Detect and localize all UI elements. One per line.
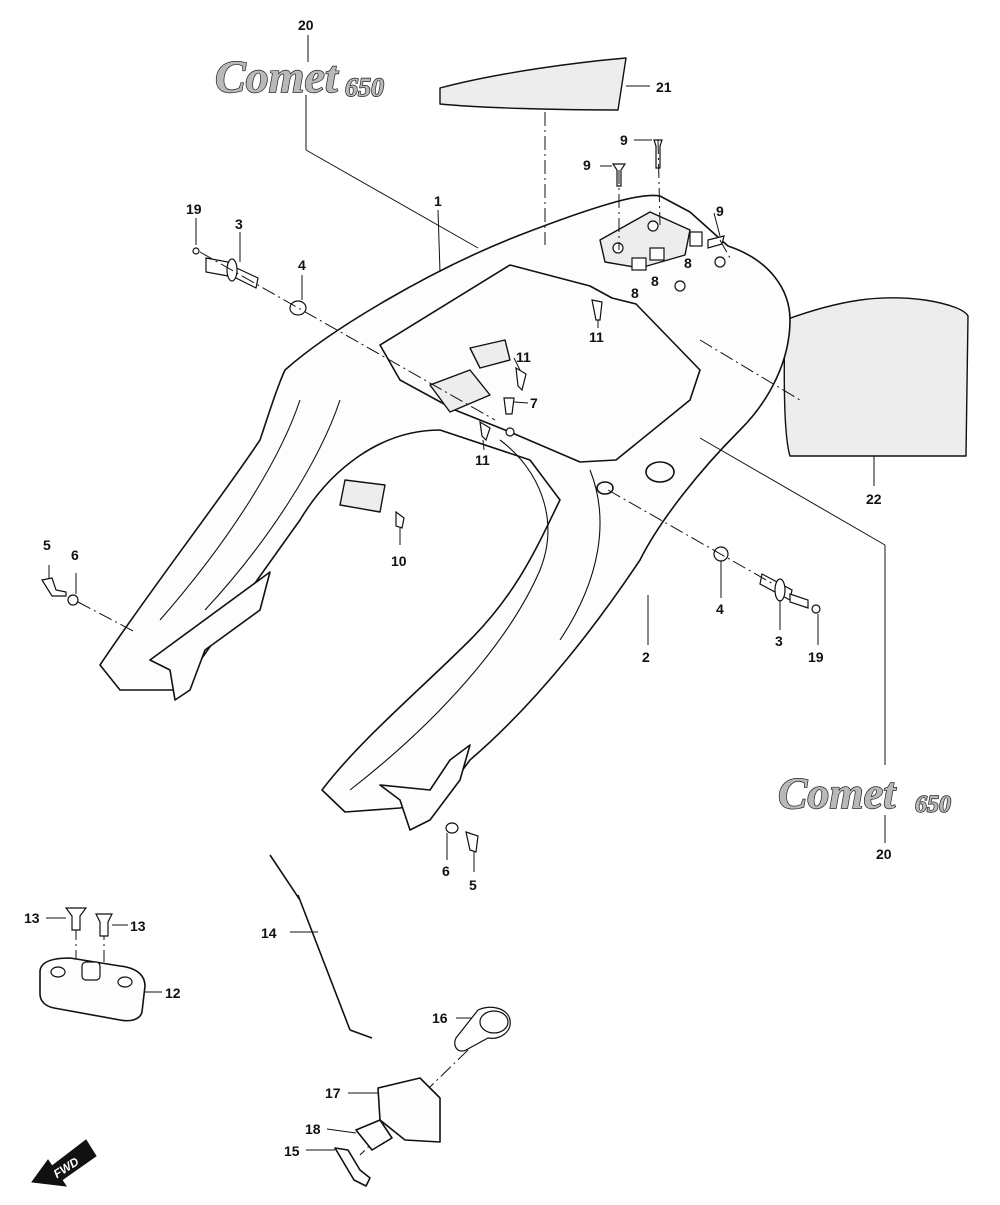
callout-20-top: 20 xyxy=(298,17,314,33)
callout-12: 12 xyxy=(165,985,181,1001)
callout-3-right: 3 xyxy=(775,633,783,649)
lock-hole xyxy=(645,461,675,483)
callout-4-left: 4 xyxy=(298,257,306,273)
callout-5-bottom: 5 xyxy=(469,877,477,893)
stay-block-hole-1 xyxy=(50,966,66,978)
logo-decal-right: Comet 650 xyxy=(777,768,951,818)
logo-model-right: 650 xyxy=(915,792,951,818)
screw-7 xyxy=(503,397,515,415)
stay-block-12-body xyxy=(39,957,146,1022)
callout-9-a: 9 xyxy=(620,132,628,148)
left-panel-rib xyxy=(159,399,341,621)
collar-flange-3-right xyxy=(774,578,786,602)
callout-11-c: 11 xyxy=(475,452,490,468)
stay-block-hole-2 xyxy=(117,976,133,988)
callout-10: 10 xyxy=(391,553,407,569)
callout-20-right: 20 xyxy=(876,846,892,862)
stay-block-boss xyxy=(81,961,101,981)
tab-hole-3 xyxy=(714,256,726,268)
callout-9-b: 9 xyxy=(583,157,591,173)
screw-11-a xyxy=(591,299,603,321)
screw-13-left xyxy=(64,907,88,931)
logo-decal-top: Comet 650 xyxy=(214,50,384,102)
tail-cowl-top xyxy=(99,194,791,813)
callout-22: 22 xyxy=(866,491,882,507)
logo-text-top: Comet xyxy=(215,51,339,102)
right-panel-rib xyxy=(349,439,601,791)
tab-hole-4 xyxy=(674,280,686,292)
cable-14 xyxy=(269,854,373,1039)
clip-8-a xyxy=(631,257,647,271)
callout-2: 2 xyxy=(642,649,650,665)
callout-1: 1 xyxy=(434,193,442,209)
center-bracket-mid xyxy=(469,339,511,369)
callout-5-left: 5 xyxy=(43,537,51,553)
lock-face-16 xyxy=(479,1010,509,1034)
logo-model-top: 650 xyxy=(345,73,384,102)
seat-lock-assembly xyxy=(334,1006,511,1187)
bolt-hole-right xyxy=(596,481,614,495)
fwd-arrow: FWD xyxy=(31,1139,97,1187)
tab-hole-2 xyxy=(647,220,659,232)
clip-8-c xyxy=(689,231,703,247)
bolt-5-left xyxy=(41,577,67,597)
callout-3-left: 3 xyxy=(235,216,243,232)
right-panel-foot xyxy=(379,744,471,831)
screw-11-b xyxy=(515,366,527,392)
left-panel-foot xyxy=(149,571,271,701)
callout-19-right: 19 xyxy=(808,649,824,665)
callout-21: 21 xyxy=(656,79,672,95)
seat-pad-22 xyxy=(783,297,969,457)
callout-6-bottom: 6 xyxy=(442,863,450,879)
callout-13-left: 13 xyxy=(24,910,40,926)
callout-11-b: 11 xyxy=(516,349,531,365)
left-bracket xyxy=(339,479,386,513)
callout-8-a: 8 xyxy=(684,255,692,271)
tab-hole-5 xyxy=(505,427,515,437)
tab-hole-1 xyxy=(612,242,624,254)
screw-10 xyxy=(395,510,405,529)
center-bracket-upper xyxy=(429,369,491,413)
spring-15 xyxy=(334,1147,371,1187)
callout-19-left: 19 xyxy=(186,201,202,217)
clip-8-b xyxy=(649,247,665,261)
callout-15: 15 xyxy=(284,1143,300,1159)
callout-17: 17 xyxy=(325,1085,341,1101)
callout-8-b: 8 xyxy=(651,273,659,289)
callout-labels: 20 21 1 19 3 4 9 9 9 8 8 8 11 11 7 11 10… xyxy=(24,17,892,1159)
callout-13-right: 13 xyxy=(130,918,146,934)
callout-6-left: 6 xyxy=(71,547,79,563)
callout-8-c: 8 xyxy=(631,285,639,301)
bolt-5-bottom xyxy=(465,831,479,853)
washer-6-bottom xyxy=(445,822,459,834)
bolt-19-right xyxy=(811,604,821,614)
callout-9-c: 9 xyxy=(716,203,724,219)
lock-plate-18 xyxy=(355,1119,393,1151)
bolt-19-left xyxy=(192,247,200,255)
screw-13-right xyxy=(95,913,113,937)
callout-14: 14 xyxy=(261,925,277,941)
callout-11-a: 11 xyxy=(589,329,604,345)
logo-text-right: Comet xyxy=(778,769,897,818)
screw-11-c xyxy=(479,420,491,442)
seat-pad-21 xyxy=(439,57,627,111)
callout-4-right: 4 xyxy=(716,601,724,617)
washer-4-left xyxy=(289,300,307,316)
washer-6-left xyxy=(67,594,79,606)
callout-16: 16 xyxy=(432,1010,448,1026)
callout-7: 7 xyxy=(530,395,538,411)
callout-18: 18 xyxy=(305,1121,321,1137)
collar-sleeve-3-right xyxy=(789,593,809,609)
fwd-arrow-shape xyxy=(31,1139,97,1187)
stay-block-12 xyxy=(39,957,146,1022)
hardware xyxy=(41,139,821,853)
leader-lines xyxy=(46,35,886,1156)
top-mount-plate xyxy=(599,211,691,269)
rear-cowl-assembly xyxy=(99,194,791,831)
